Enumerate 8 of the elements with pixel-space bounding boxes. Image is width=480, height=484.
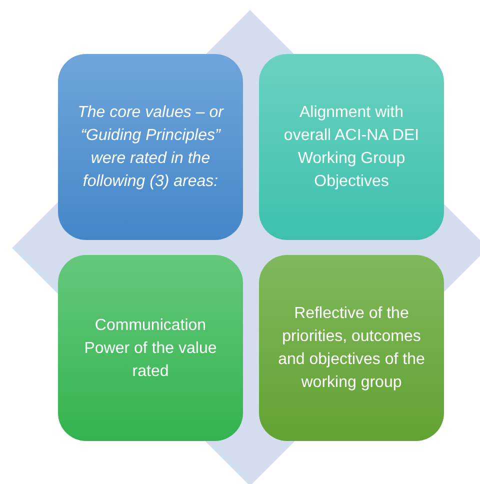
box-text: Alignment with overall ACI-NA DEI Working Group Objectives bbox=[282, 103, 420, 192]
rounded-box bbox=[58, 255, 243, 441]
rounded-box bbox=[259, 255, 444, 441]
box-text: The core values – or “Guiding Principles” were rated in the following (3) areas: bbox=[76, 103, 225, 192]
rounded-box bbox=[259, 54, 444, 240]
box-text: Reflective of the priorities, outcomes and objectives of the working group bbox=[277, 304, 426, 393]
box-text: Communication Power of the value rated bbox=[83, 316, 218, 382]
rounded-box bbox=[58, 54, 243, 240]
